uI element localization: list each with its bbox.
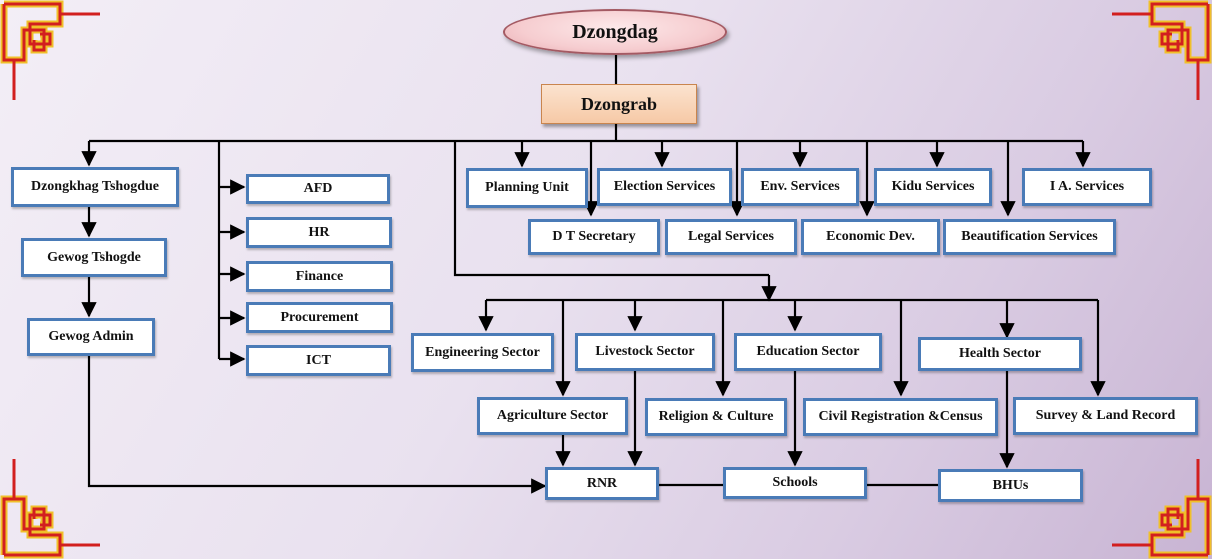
node-service-1: Planning Unit — [466, 168, 588, 208]
corner-ornament-top-right — [1112, 0, 1212, 100]
node-service-5: I A. Services — [1022, 168, 1152, 206]
node-service-2: Election Services — [597, 168, 732, 206]
node-admin-5: ICT — [246, 345, 391, 376]
node-local-gov-2: Gewog Tshogde — [21, 238, 167, 277]
node-local-gov-3: Gewog Admin — [27, 318, 155, 356]
node-service-8: Economic Dev. — [801, 219, 940, 255]
node-sector-3: Education Sector — [734, 333, 882, 371]
node-field-1: RNR — [545, 467, 659, 500]
node-sector-4: Health Sector — [918, 337, 1082, 371]
node-sector-1: Engineering Sector — [411, 333, 554, 372]
node-local-gov-1: Dzongkhag Tshogdue — [11, 167, 179, 207]
corner-ornament-top-left — [0, 0, 100, 100]
node-service-3: Env. Services — [741, 168, 859, 206]
node-field-2: Schools — [723, 467, 867, 499]
node-sector-7: Civil Registration &Census — [803, 398, 998, 436]
node-sector-8: Survey & Land Record — [1013, 397, 1198, 435]
node-sector-6: Religion & Culture — [645, 398, 787, 436]
node-service-6: D T Secretary — [528, 219, 660, 255]
node-deputy: Dzongrab — [541, 84, 697, 124]
node-admin-3: Finance — [246, 261, 393, 292]
node-admin-4: Procurement — [246, 302, 393, 333]
node-service-9: Beautification Services — [943, 219, 1116, 255]
corner-ornament-bottom-left — [0, 459, 100, 559]
node-field-3: BHUs — [938, 469, 1083, 502]
node-sector-5: Agriculture Sector — [477, 397, 628, 435]
node-admin-2: HR — [246, 217, 392, 248]
node-service-7: Legal Services — [665, 219, 797, 255]
node-sector-2: Livestock Sector — [575, 333, 715, 371]
node-head: Dzongdag — [503, 9, 727, 55]
node-service-4: Kidu Services — [874, 168, 992, 206]
node-admin-1: AFD — [246, 174, 390, 204]
corner-ornament-bottom-right — [1112, 459, 1212, 559]
